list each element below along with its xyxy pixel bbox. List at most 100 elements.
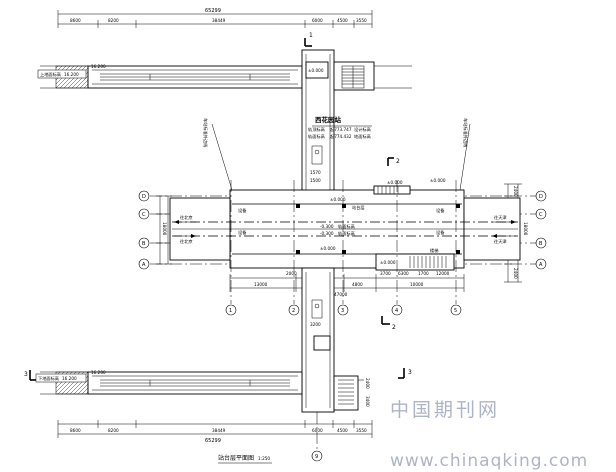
svg-text:2400: 2400: [513, 268, 518, 279]
exit-left-top-label: 上地面标高: [40, 71, 61, 78]
svg-text:楼梯: 楼梯: [430, 247, 438, 254]
svg-text:18000: 18000: [162, 222, 167, 236]
svg-text:A: A: [142, 262, 146, 268]
section-marker-top: 1: [304, 32, 313, 47]
svg-text:2: 2: [396, 158, 400, 165]
svg-text:16.200: 16.200: [91, 370, 106, 375]
svg-text:起773.747: 起773.747: [330, 127, 352, 133]
svg-text:起774.432: 起774.432: [330, 134, 352, 140]
svg-text:站台层: 站台层: [352, 204, 365, 211]
section-marker-right-lower: 2: [381, 316, 396, 331]
svg-text:设备: 设备: [238, 229, 247, 236]
svg-text:3550: 3550: [356, 428, 367, 433]
svg-text:38449: 38449: [212, 428, 226, 433]
svg-text:±0.000: ±0.000: [308, 68, 324, 73]
exit-left-bottom-elev: 16.200: [62, 376, 77, 381]
svg-text:往天津: 往天津: [494, 214, 507, 221]
watermark: 中国期刊网 www.chinaqking.com: [390, 399, 588, 471]
svg-text:8600: 8600: [70, 428, 81, 433]
svg-text:±0.000: ±0.000: [430, 178, 446, 183]
leader-right: 车站标准外边线: [462, 118, 469, 148]
svg-text:C: C: [142, 212, 146, 218]
direction-arrows: 往北京 往北京 往天津 往天津: [174, 214, 516, 245]
axis-bubble-C-right: C: [535, 208, 547, 220]
svg-text:±0.000: ±0.000: [387, 180, 403, 185]
svg-text:轨面标高: 轨面标高: [338, 223, 355, 230]
svg-text:-0.300: -0.300: [320, 224, 334, 229]
svg-text:10000: 10000: [410, 282, 424, 287]
dim-top-seg-6: 3550: [356, 18, 367, 23]
axis-bubble-C-left: C: [138, 208, 150, 220]
svg-text:47000: 47000: [334, 292, 348, 297]
svg-text:1500: 1500: [310, 178, 321, 183]
svg-text:4: 4: [395, 308, 398, 314]
dim-top-seg-1: 8600: [70, 18, 81, 23]
svg-text:2: 2: [292, 308, 295, 314]
svg-text:65299: 65299: [205, 438, 221, 444]
dim-top-seg-2: 8200: [108, 18, 119, 23]
svg-text:D: D: [539, 194, 543, 200]
svg-text:往天津: 往天津: [494, 238, 507, 245]
svg-text:1: 1: [309, 32, 313, 39]
svg-text:12000: 12000: [436, 271, 450, 276]
bottom-dimension-chain: 8600 8200 38449 6000 4500 3550 65299: [57, 420, 373, 444]
section-marker-bottom-left: 3: [24, 370, 36, 381]
svg-text:9: 9: [315, 454, 318, 460]
platform-hall: 往北京 往北京 往天津 往天津 ±0.000 站台层 -0.300 轨面标高 -…: [169, 178, 521, 271]
axis-bubble-2: 2: [288, 304, 300, 316]
svg-text:±0.000: ±0.000: [320, 246, 336, 251]
svg-text:4500: 4500: [337, 428, 348, 433]
axis-bubble-3: 3: [337, 304, 349, 316]
stair-treads-top: [342, 66, 364, 88]
svg-text:16.200: 16.200: [91, 64, 106, 69]
top-exit-passage: 上地面标高 16.200 16.200 ±0.000: [37, 49, 412, 197]
svg-text:2400: 2400: [365, 378, 370, 389]
station-title: 西花园站: [315, 115, 342, 124]
axis-bubble-4: 4: [391, 304, 403, 316]
stair-treads-bottom: [338, 379, 354, 405]
svg-text:2400: 2400: [513, 186, 518, 197]
dim-top-total: 65299: [205, 8, 221, 14]
axis-bubble-B-left: B: [138, 237, 150, 249]
svg-text:D: D: [142, 194, 146, 200]
axis-bubble-A-left: A: [138, 258, 150, 270]
axis-bubble-A-right: A: [535, 258, 547, 270]
svg-text:设备: 设备: [436, 207, 445, 214]
svg-text:3: 3: [408, 369, 412, 376]
svg-text:1: 1: [229, 308, 232, 314]
leader-notes: 车站标准外边线 车站标准外边线: [202, 118, 471, 191]
axis-bubble-D-left: D: [138, 190, 150, 202]
below-platform-dims: 2000 6000 13000 4800 10000 10000 47000 3…: [229, 271, 465, 297]
dim-top-seg-3: 38449: [212, 18, 226, 23]
caption-title: 站台层平面图: [218, 454, 254, 462]
svg-text:-0.300: -0.300: [320, 231, 334, 236]
section-marker-right-upper: 2: [387, 157, 400, 166]
axis-bubble-5: 5: [450, 304, 462, 316]
svg-text:往北京: 往北京: [180, 214, 193, 221]
exit-left-top-elev: 16.200: [64, 72, 79, 77]
svg-text:地面标高: 地面标高: [354, 133, 371, 140]
leader-left: 车站标准外边线: [202, 118, 209, 148]
svg-text:1570: 1570: [310, 170, 321, 175]
section-marker-bottom-right: 3: [398, 368, 412, 379]
svg-text:A: A: [539, 262, 543, 268]
dim-top-seg-4: 6000: [312, 18, 323, 23]
bottom-exit-passage: 3200 下地面标高 16.200 16.200 2400 3400: [35, 267, 370, 413]
svg-text:设备: 设备: [436, 229, 445, 236]
svg-text:设计标高: 设计标高: [354, 126, 371, 133]
svg-text:13000: 13000: [254, 282, 268, 287]
svg-text:往北京: 往北京: [180, 238, 193, 245]
svg-text:2: 2: [392, 324, 396, 331]
svg-text:轨顶标高: 轨顶标高: [308, 126, 325, 133]
svg-text:3: 3: [24, 371, 28, 378]
svg-text:B: B: [539, 241, 543, 247]
stair-treads-hall-top: [377, 186, 399, 194]
axis-bubble-D-right: D: [535, 190, 547, 202]
watermark-url: www.chinaqking.com: [390, 451, 588, 471]
svg-text:4800: 4800: [352, 282, 363, 287]
svg-text:18000: 18000: [523, 222, 528, 236]
svg-text:轨面标高: 轨面标高: [308, 133, 325, 140]
svg-text:6300: 6300: [398, 271, 409, 276]
axis-bubble-1: 1: [225, 304, 237, 316]
column-axes: 1 2 3 4 5: [225, 180, 462, 316]
